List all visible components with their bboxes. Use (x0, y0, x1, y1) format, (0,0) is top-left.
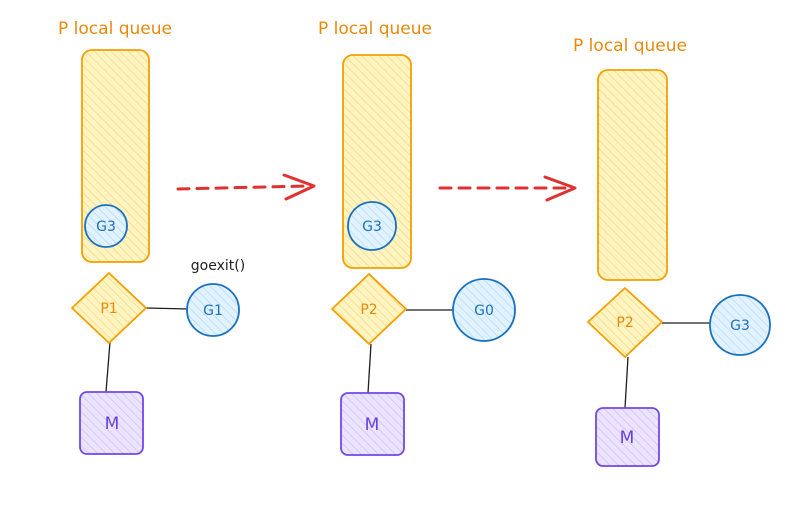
goroutine-label: G1 (203, 303, 223, 319)
processor-label: P2 (616, 315, 633, 331)
queue-title: P local queue (58, 19, 172, 39)
queue-goroutine-label: G3 (96, 219, 116, 235)
p-to-g-connector (145, 307, 190, 310)
p-to-m-connector (624, 356, 629, 409)
processor-node: P1 (71, 272, 147, 344)
p-to-m-connector (367, 343, 372, 394)
machine-label: M (105, 414, 120, 434)
goroutine-node: G0 (452, 278, 516, 342)
machine-node: M (340, 392, 405, 456)
processor-node: P2 (331, 273, 407, 345)
transition-arrow (438, 175, 577, 202)
goroutine-label: G3 (730, 318, 750, 334)
machine-label: M (620, 428, 635, 448)
panel-2: P local queue G3 P2 G0 M (318, 19, 516, 456)
queue-title: P local queue (573, 36, 687, 56)
processor-label: P2 (360, 302, 377, 318)
p-to-m-connector (105, 341, 111, 393)
machine-node: M (595, 407, 660, 467)
processor-node: P2 (587, 287, 663, 358)
queue-goroutine-label: G3 (362, 219, 382, 235)
goroutine-label: G0 (474, 303, 494, 319)
panel-1: P local queue G3 P1 G1 goexit() M (58, 19, 245, 455)
queue-title: P local queue (318, 19, 432, 39)
goroutine-node: G1 (186, 283, 240, 337)
goexit-note: goexit() (191, 258, 245, 274)
transition-arrow (176, 173, 316, 201)
panel-3: P local queue P2 G3 M (573, 36, 771, 467)
machine-node: M (79, 391, 144, 455)
local-queue (597, 69, 668, 281)
goroutine-node: G3 (709, 294, 771, 356)
machine-label: M (365, 415, 380, 435)
queue-goroutine: G3 (347, 201, 397, 251)
processor-label: P1 (100, 301, 117, 317)
queue-goroutine: G3 (84, 204, 128, 248)
